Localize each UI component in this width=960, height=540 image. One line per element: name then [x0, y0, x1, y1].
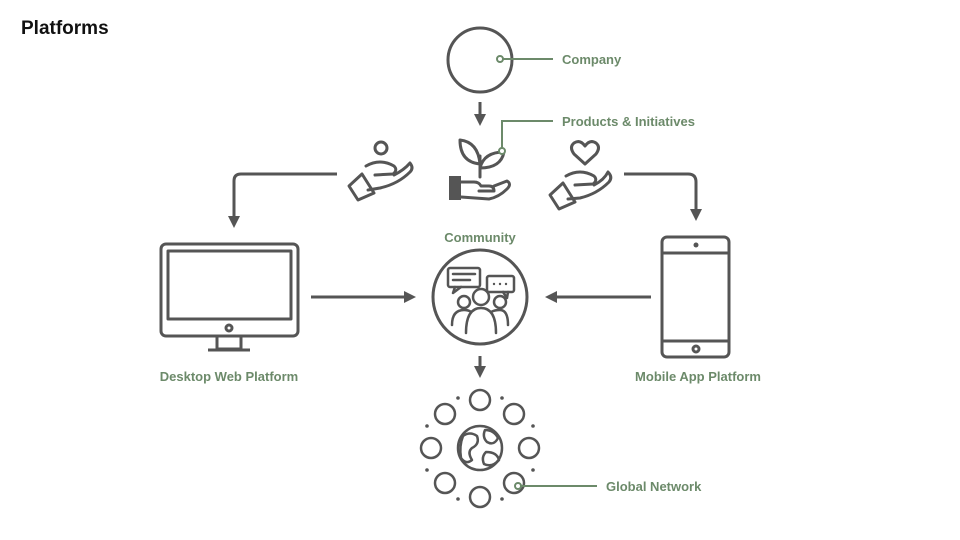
company-label: Company — [562, 52, 622, 67]
global-network-icon — [419, 388, 541, 509]
arrow-to-mobile — [624, 172, 702, 221]
arrow-to-desktop — [228, 172, 337, 228]
community-icon — [431, 248, 529, 346]
company-callout — [496, 55, 553, 63]
products-callout — [498, 120, 553, 155]
global-callout — [514, 482, 597, 490]
mobile-phone-icon — [660, 235, 731, 359]
community-label: Community — [444, 230, 516, 245]
global-label: Global Network — [606, 479, 702, 494]
products-label: Products & Initiatives — [562, 114, 695, 129]
page-title: Platforms — [21, 18, 109, 39]
mobile-label: Mobile App Platform — [635, 369, 761, 384]
network-dots — [425, 396, 535, 501]
desktop-monitor-icon — [159, 242, 300, 352]
desktop-label: Desktop Web Platform — [160, 369, 298, 384]
giving-hand-heart-icon — [548, 140, 613, 211]
giving-hand-person-icon — [347, 140, 414, 202]
